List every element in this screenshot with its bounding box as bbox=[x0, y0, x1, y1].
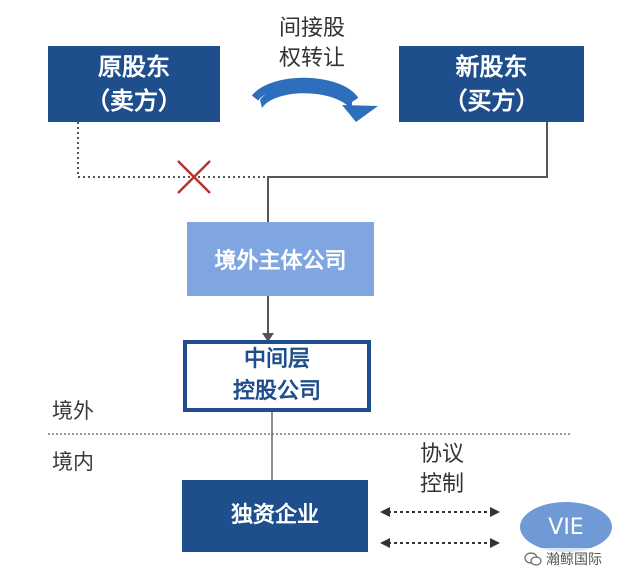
buyer-line2: （买方） bbox=[443, 87, 540, 115]
offshore-entity-label: 境外主体公司 bbox=[214, 249, 347, 274]
agreement-label-line1: 协议 bbox=[419, 442, 464, 467]
buyer-box: 新股东 （买方） bbox=[399, 46, 584, 122]
seller-line1: 原股东 bbox=[98, 53, 170, 81]
intermediate-box: 中间层 控股公司 bbox=[183, 340, 371, 412]
vie-ellipse: VIE bbox=[520, 502, 612, 552]
buyer-line1: 新股东 bbox=[455, 53, 528, 81]
vie-label: VIE bbox=[548, 514, 584, 540]
domestic-enterprise-box: 独资企业 bbox=[182, 480, 368, 552]
domestic-enterprise-label: 独资企业 bbox=[230, 503, 319, 528]
cross-mark-icon bbox=[177, 160, 211, 194]
agreement-arrow-bottom bbox=[380, 538, 500, 548]
offshore-label: 境外 bbox=[52, 399, 94, 423]
seller-line2: （卖方） bbox=[86, 87, 182, 115]
intermediate-line1: 中间层 bbox=[243, 347, 310, 372]
transfer-label-line2: 权转让 bbox=[278, 46, 345, 71]
onshore-label: 境内 bbox=[52, 450, 94, 474]
agreement-arrow-top bbox=[380, 507, 500, 517]
buyer-connector bbox=[267, 122, 548, 222]
offshore-entity-box: 境外主体公司 bbox=[187, 222, 374, 296]
seller-box: 原股东 （卖方） bbox=[48, 46, 220, 122]
seller-connector-dotted bbox=[77, 122, 268, 178]
agreement-label-line2: 控制 bbox=[419, 472, 464, 497]
transfer-label: 间接股 权转让 bbox=[262, 14, 362, 74]
watermark: 瀚鲸国际 bbox=[520, 548, 606, 570]
transfer-arrow-icon bbox=[251, 77, 378, 122]
transfer-label-line1: 间接股 bbox=[278, 16, 345, 41]
agreement-label: 协议 控制 bbox=[392, 440, 492, 500]
intermediate-line2: 控股公司 bbox=[232, 379, 321, 404]
watermark-text: 瀚鲸国际 bbox=[546, 552, 602, 568]
arrowhead-icon bbox=[262, 333, 274, 342]
chat-bubble-icon bbox=[524, 552, 542, 566]
